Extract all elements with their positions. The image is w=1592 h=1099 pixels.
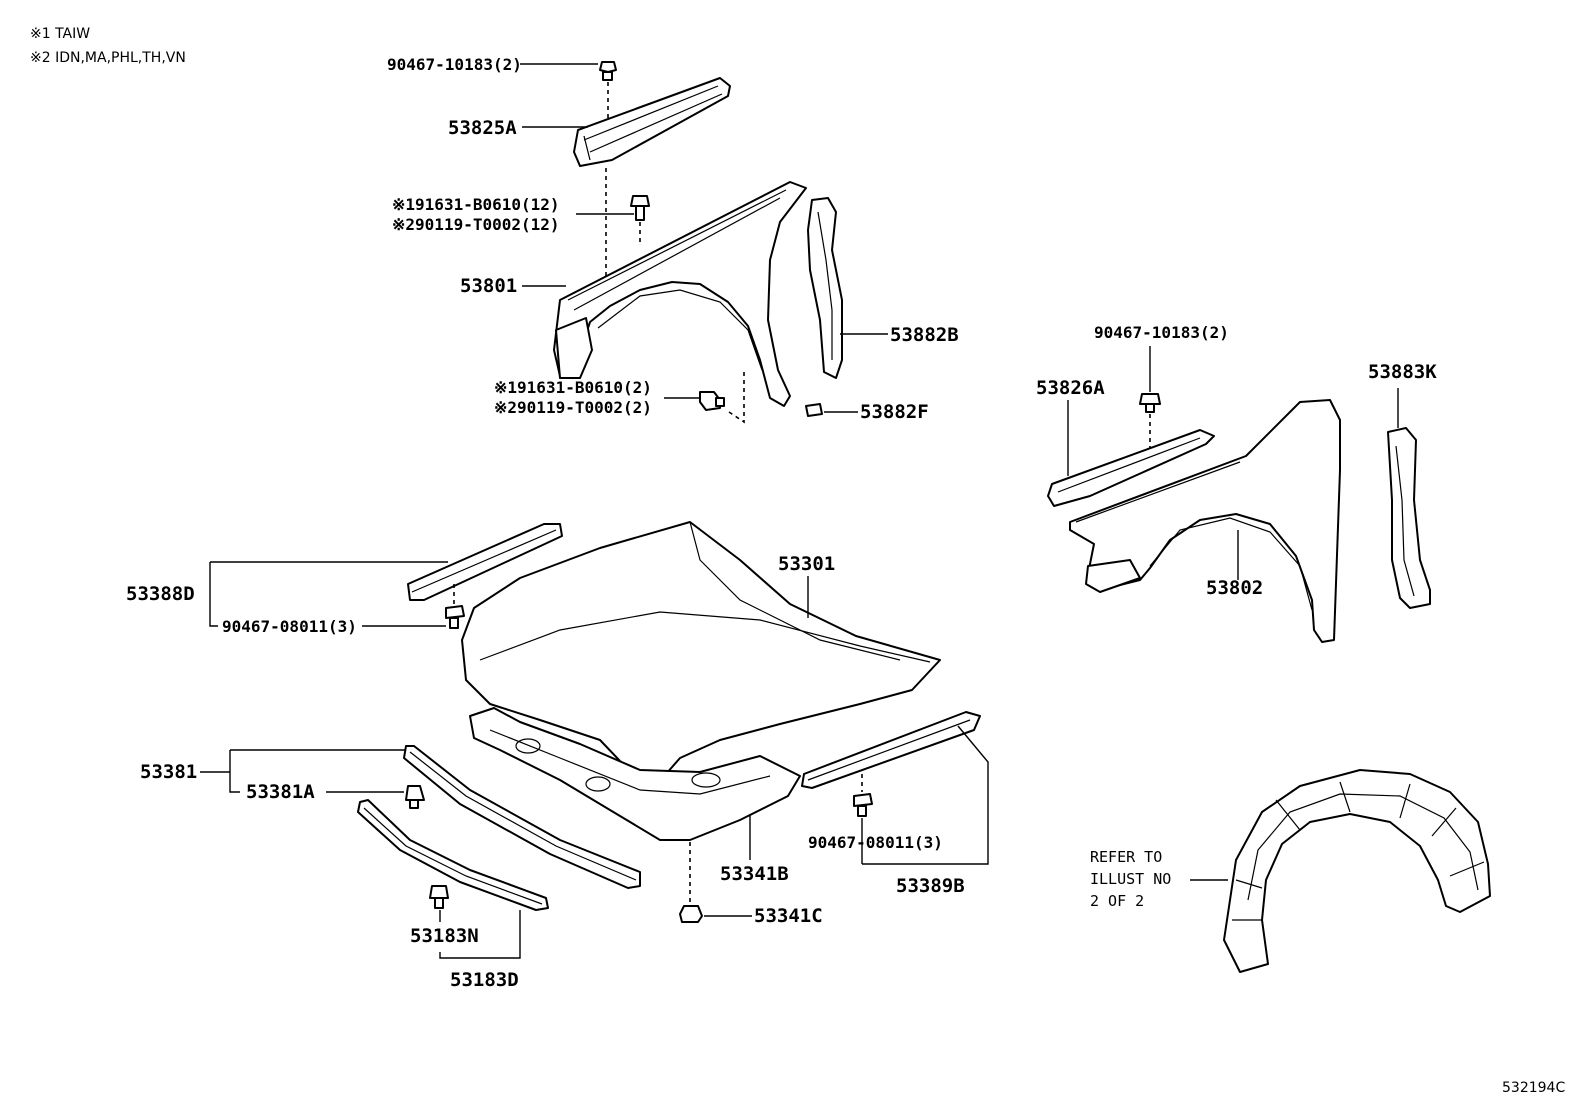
label-90467-08011-left: 90467-08011(3) xyxy=(222,617,357,636)
label-53801: 53801 xyxy=(460,275,517,297)
label-53826A: 53826A xyxy=(1036,377,1105,399)
seal-53183D xyxy=(357,799,549,911)
label-53341B: 53341B xyxy=(720,863,789,885)
label-90119-12: ※290119-T0002(12) xyxy=(392,215,560,234)
fender-53801 xyxy=(553,181,807,407)
refer-line-2: ILLUST NO xyxy=(1090,870,1171,888)
clip-90467-10183-top xyxy=(599,61,617,81)
clip-90467-08011-left xyxy=(445,605,465,629)
fender-53802 xyxy=(1069,399,1341,643)
note-countries: ※2 IDN,MA,PHL,TH,VN xyxy=(30,50,186,66)
clip-53381A xyxy=(405,785,425,809)
bolt-91631-2 xyxy=(699,391,725,411)
strip-53388D xyxy=(407,523,563,601)
pad-53882F xyxy=(805,403,823,417)
clip-90467-08011-right xyxy=(853,793,873,817)
label-53802: 53802 xyxy=(1206,577,1263,599)
label-53388D: 53388D xyxy=(126,583,195,605)
seal-53883K xyxy=(1387,427,1431,609)
refer-line-3: 2 OF 2 xyxy=(1090,892,1144,910)
seal-53882B xyxy=(807,197,843,379)
label-91631-12: ※191631-B0610(12) xyxy=(392,195,560,214)
label-53883K: 53883K xyxy=(1368,361,1437,383)
label-53183N: 53183N xyxy=(410,925,479,947)
bolt-91631-12 xyxy=(630,195,650,221)
figure-id: 532194C xyxy=(1502,1080,1565,1096)
label-90119-2: ※290119-T0002(2) xyxy=(494,398,652,417)
label-90467-08011-right: 90467-08011(3) xyxy=(808,833,943,852)
label-53341C: 53341C xyxy=(754,905,823,927)
label-91631-2: ※191631-B0610(2) xyxy=(494,378,652,397)
label-90467-10183-right: 90467-10183(2) xyxy=(1094,323,1229,342)
seal-53381 xyxy=(403,745,641,889)
bracket-53825A xyxy=(573,77,731,167)
fender-liner xyxy=(1223,769,1491,973)
strip-53389B xyxy=(801,711,981,789)
label-53389B: 53389B xyxy=(896,875,965,897)
clip-53341C xyxy=(679,905,703,923)
label-53825A: 53825A xyxy=(448,117,517,139)
note-taiw: ※1 TAIW xyxy=(30,26,90,42)
bracket-53826A xyxy=(1047,429,1215,507)
clip-90467-10183-right xyxy=(1139,393,1161,413)
clip-53183N xyxy=(429,885,449,909)
insulator-53341B xyxy=(469,707,801,841)
label-53183D: 53183D xyxy=(450,969,519,991)
label-53381A: 53381A xyxy=(246,781,315,803)
label-53301: 53301 xyxy=(778,553,835,575)
refer-line-1: REFER TO xyxy=(1090,848,1162,866)
label-90467-10183-top: 90467-10183(2) xyxy=(387,55,522,74)
label-53381: 53381 xyxy=(140,761,197,783)
label-53882B: 53882B xyxy=(890,324,959,346)
label-53882F: 53882F xyxy=(860,401,929,423)
hood-53301 xyxy=(461,521,941,791)
